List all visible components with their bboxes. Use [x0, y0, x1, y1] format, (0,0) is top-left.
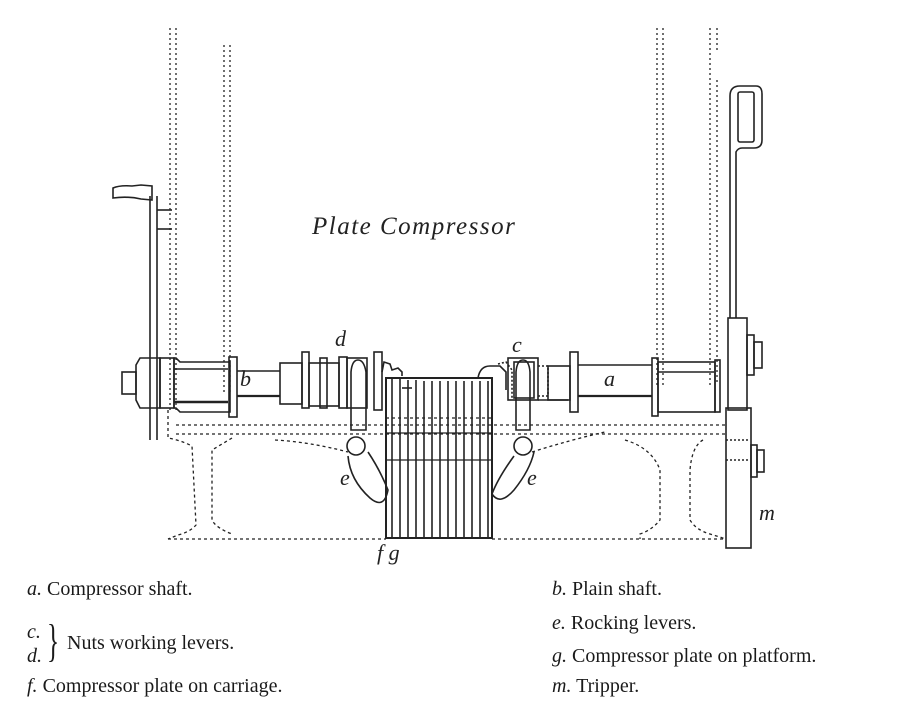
legend-text: Plain shaft. [572, 578, 662, 600]
right-frame-dotted-uprights [656, 28, 718, 385]
compressor-plates-fg [385, 377, 493, 539]
nut-d-assembly [279, 351, 403, 411]
label-d: d [335, 326, 346, 351]
legend-key: a. [27, 578, 42, 600]
label-m: m [759, 500, 775, 525]
legend-item-e: e. Rocking levers. [552, 612, 696, 635]
label-a: a [604, 366, 615, 391]
legend-text: Nuts working levers. [67, 632, 235, 654]
brace-keys: c. d. [27, 620, 42, 668]
nut-c-assembly [477, 351, 579, 413]
label-fg: f g [377, 540, 400, 565]
legend-item-m: m. Tripper. [552, 675, 639, 698]
legend-key: m. [552, 675, 572, 697]
rocking-lever-left [346, 359, 389, 504]
rocking-lever-right [491, 359, 535, 500]
label-c: c [512, 332, 522, 357]
label-e-right: e [527, 465, 537, 490]
tripper-m [725, 85, 765, 549]
compressor-shaft-a [578, 364, 652, 398]
legend-item-f: f. Compressor plate on carriage. [27, 675, 282, 698]
plain-shaft-b [237, 370, 280, 398]
brace-symbol: } [47, 615, 60, 666]
mechanism-drawing [112, 28, 765, 549]
legend-key: b. [552, 578, 567, 600]
legend-text: Rocking levers. [570, 612, 697, 634]
legend-item-b: b. Plain shaft. [552, 578, 662, 601]
legend-item-a: a. Compressor shaft. [27, 578, 193, 601]
label-b: b [240, 366, 251, 391]
left-frame-dotted-uprights [169, 28, 231, 410]
legend-text: Compressor shaft. [47, 578, 193, 600]
figure-title: Plate Compressor [312, 213, 517, 240]
legend-key-d: d. [27, 645, 42, 667]
label-e-left: e [340, 465, 350, 490]
plate-compressor-figure: Plate Compressor b d c a e e f g m [112, 28, 775, 565]
legend-text: Compressor plate on platform. [572, 645, 817, 667]
legend-key: e. [552, 612, 566, 634]
legend-key: g. [552, 645, 567, 667]
legend-key-c: c. [27, 621, 41, 643]
legend-text: Compressor plate on carriage. [42, 675, 283, 697]
left-bearing [121, 356, 238, 418]
crank-handle-left [112, 184, 172, 440]
legend-text: Tripper. [576, 675, 640, 697]
legend-key: f. [27, 675, 38, 697]
legend-item-g: g. Compressor plate on platform. [552, 645, 816, 668]
right-bearing [651, 357, 721, 417]
rail-dotted-outline [167, 410, 727, 540]
